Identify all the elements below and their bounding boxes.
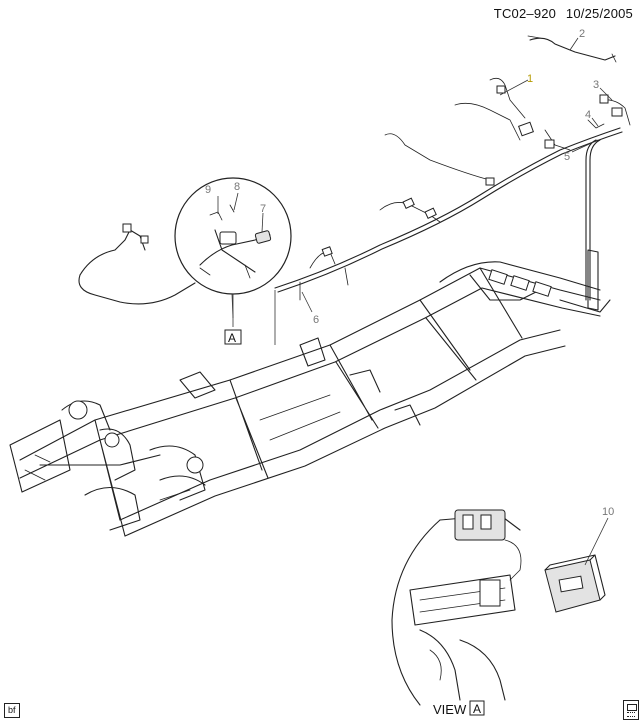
callout-4: 4 xyxy=(585,109,591,121)
callout-5: 5 xyxy=(564,151,570,163)
view-label-text: VIEW xyxy=(433,702,467,717)
vehicle-frame xyxy=(9,249,611,537)
callout-6: 6 xyxy=(313,314,319,326)
callout-3: 3 xyxy=(593,79,599,91)
view-label-letter: A xyxy=(473,702,481,716)
side-harness-left xyxy=(78,223,196,305)
chassis-wiring-harness xyxy=(274,77,631,301)
callout-10: 10 xyxy=(602,506,614,518)
view-a-label: VIEW A xyxy=(433,700,485,717)
view-reference-letter: A xyxy=(228,331,236,345)
callout-numbers: 1 2 3 4 5 6 7 8 9 10 xyxy=(205,28,614,518)
print-icon[interactable] xyxy=(623,700,639,720)
detail-magnifier-circle xyxy=(174,177,292,327)
callout-1: 1 xyxy=(527,73,533,85)
footer-badge: bf xyxy=(4,703,20,718)
leader-lines xyxy=(231,37,613,345)
view-reference-box: A xyxy=(224,329,242,345)
callout-7: 7 xyxy=(260,203,266,215)
diagram-date: 10/25/2005 xyxy=(565,6,633,21)
callout-2: 2 xyxy=(579,28,585,40)
callout-9: 9 xyxy=(205,184,211,196)
view-a-detail xyxy=(391,509,609,706)
diagram-header: TC02–920 10/25/2005 xyxy=(494,6,633,21)
callout-8: 8 xyxy=(234,181,240,193)
upper-harness-2 xyxy=(527,35,617,63)
diagram-code: TC02–920 xyxy=(493,6,557,21)
trailer-lead xyxy=(585,94,609,301)
